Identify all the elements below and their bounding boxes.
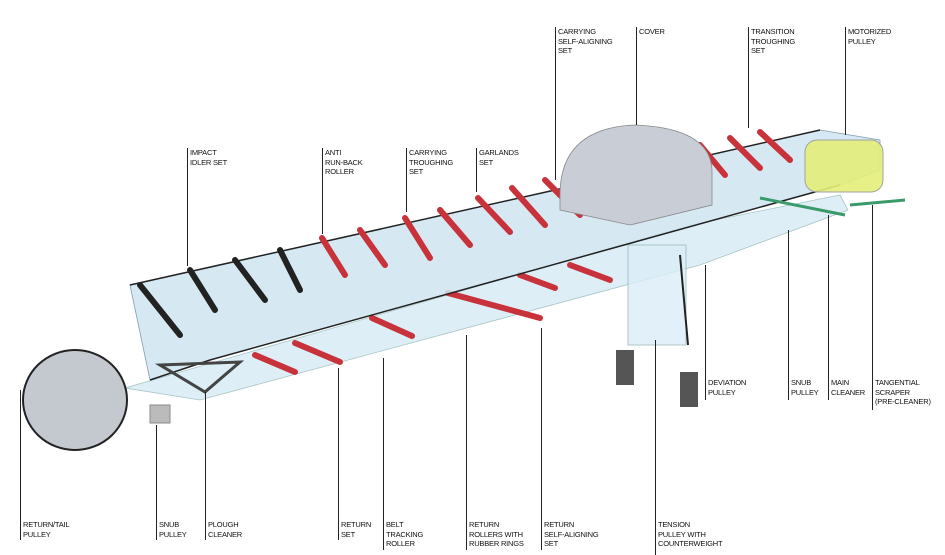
counterweight-icon bbox=[680, 372, 698, 407]
return-rollers bbox=[252, 262, 613, 375]
motorized-pulley bbox=[804, 139, 884, 193]
cover bbox=[559, 124, 713, 226]
troughing-idlers bbox=[137, 129, 793, 338]
carrying-belt bbox=[129, 129, 881, 381]
counterweight-icon bbox=[616, 350, 634, 385]
tension-belt-loop bbox=[627, 244, 687, 346]
plough-cleaner bbox=[154, 360, 245, 394]
label-cover: COVER bbox=[639, 27, 665, 36]
tail-pulley bbox=[22, 349, 128, 451]
